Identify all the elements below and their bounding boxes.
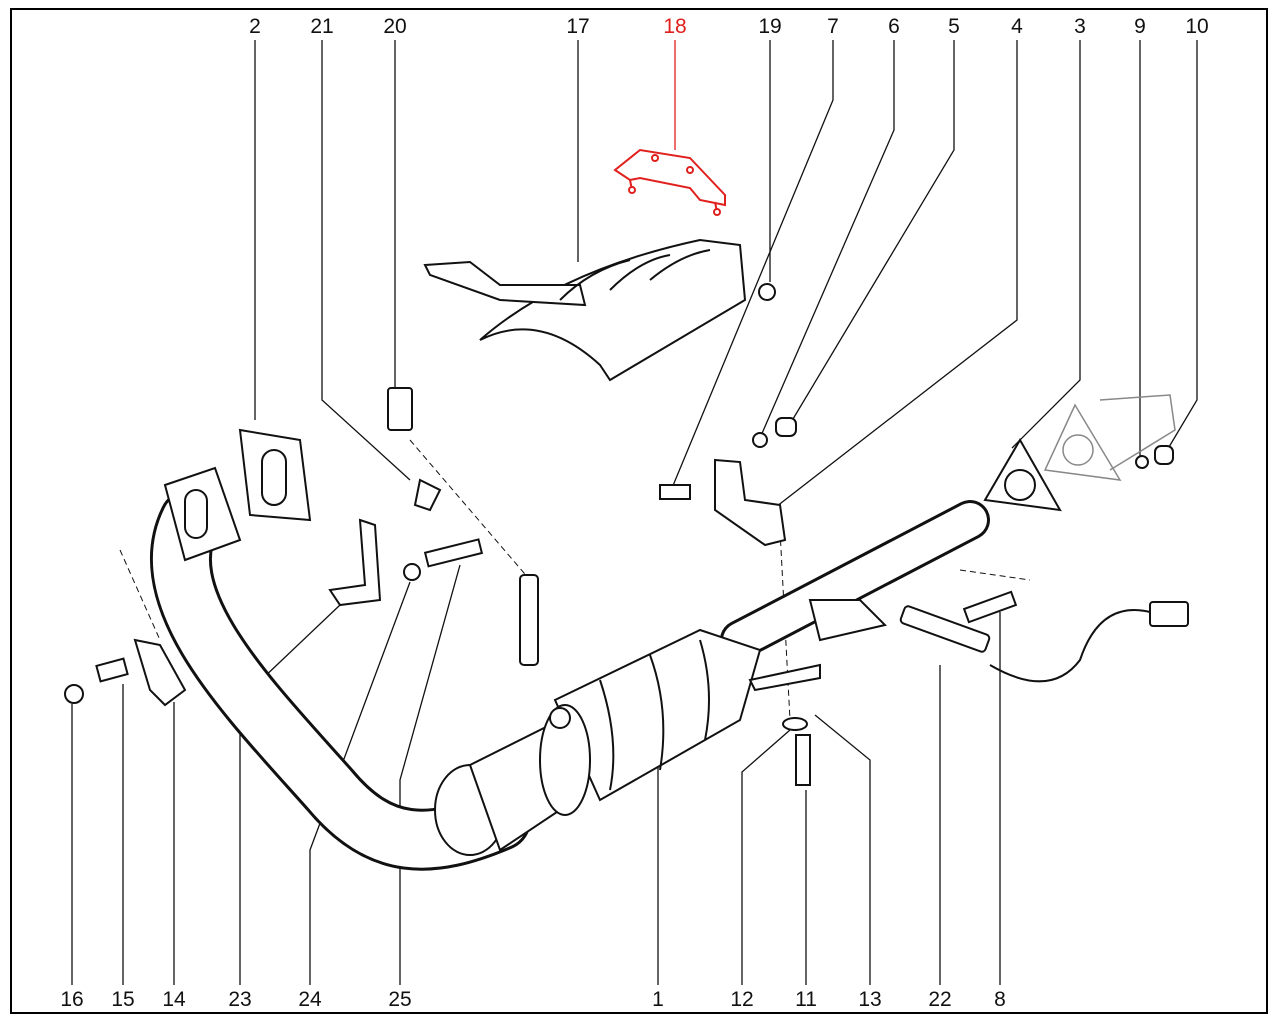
callout-15: 15 [111, 988, 135, 1011]
leader-21 [321, 40, 411, 481]
leader-13 [814, 714, 871, 985]
callout-12: 12 [730, 988, 754, 1011]
gasket-2 [238, 428, 312, 522]
callout-24: 24 [298, 988, 322, 1011]
leader-6 [759, 40, 895, 439]
callout-6: 6 [888, 15, 900, 38]
rear-flange-ghost [1043, 394, 1176, 481]
callout-9: 9 [1134, 15, 1146, 38]
bracket-18 [613, 148, 726, 216]
nut-16 [64, 684, 84, 704]
bolt-25 [423, 538, 484, 568]
nut-10 [1154, 445, 1174, 465]
rear-pipe [720, 500, 990, 660]
bolt-7 [659, 484, 691, 500]
sensor-cable [989, 609, 1151, 683]
callout-17: 17 [566, 15, 590, 38]
stud-15 [95, 657, 129, 683]
callout-1: 1 [652, 988, 664, 1011]
callout-21: 21 [310, 15, 334, 38]
callout-7: 7 [827, 15, 839, 38]
callout-18-highlighted: 18 [663, 15, 687, 38]
callout-19: 19 [758, 15, 782, 38]
leader-10 [1165, 40, 1198, 453]
leader-12 [741, 729, 791, 985]
front-pipe [149, 489, 531, 871]
callout-3: 3 [1074, 15, 1086, 38]
nut-5 [775, 417, 797, 437]
callout-2: 2 [249, 15, 261, 38]
washer-9 [1135, 455, 1149, 469]
bracket-rear [808, 599, 887, 642]
hanger-bracket [748, 663, 821, 692]
callout-8: 8 [994, 988, 1006, 1011]
stud-21 [413, 478, 442, 512]
nut-19 [758, 283, 776, 301]
leader-3 [1011, 40, 1081, 449]
catalytic-converter [434, 628, 762, 856]
leader-24 [309, 581, 411, 985]
leader-lines [71, 40, 1198, 985]
plate-14 [133, 638, 187, 707]
leader-5 [789, 40, 955, 425]
washer-24 [403, 563, 421, 581]
heat-shield [423, 238, 747, 382]
lambda-sensor-22 [899, 605, 991, 653]
callout-20: 20 [383, 15, 407, 38]
gasket-3 [983, 438, 1062, 512]
washer-6 [752, 432, 768, 448]
leader-4 [771, 40, 1018, 511]
leader-7 [671, 40, 834, 489]
bolt-11 [795, 734, 811, 786]
lambda-sensor [519, 574, 539, 666]
callout-23: 23 [228, 988, 252, 1011]
callout-25: 25 [388, 988, 412, 1011]
leader-25 [399, 564, 461, 985]
callout-22: 22 [928, 988, 952, 1011]
callout-4: 4 [1011, 15, 1023, 38]
callout-10: 10 [1185, 15, 1209, 38]
washer-12 [782, 717, 808, 731]
callout-13: 13 [858, 988, 882, 1011]
bolt-8 [962, 590, 1018, 624]
sensor-plug-20 [387, 387, 413, 431]
callout-14: 14 [162, 988, 186, 1011]
flange-front [163, 466, 242, 562]
bracket-4 [714, 458, 787, 547]
callout-11: 11 [795, 988, 817, 1011]
callout-16: 16 [60, 988, 84, 1011]
diagram-frame [10, 8, 1268, 1014]
callout-5: 5 [948, 15, 960, 38]
bracket-23 [328, 518, 382, 607]
sensor-connector [1149, 601, 1189, 627]
